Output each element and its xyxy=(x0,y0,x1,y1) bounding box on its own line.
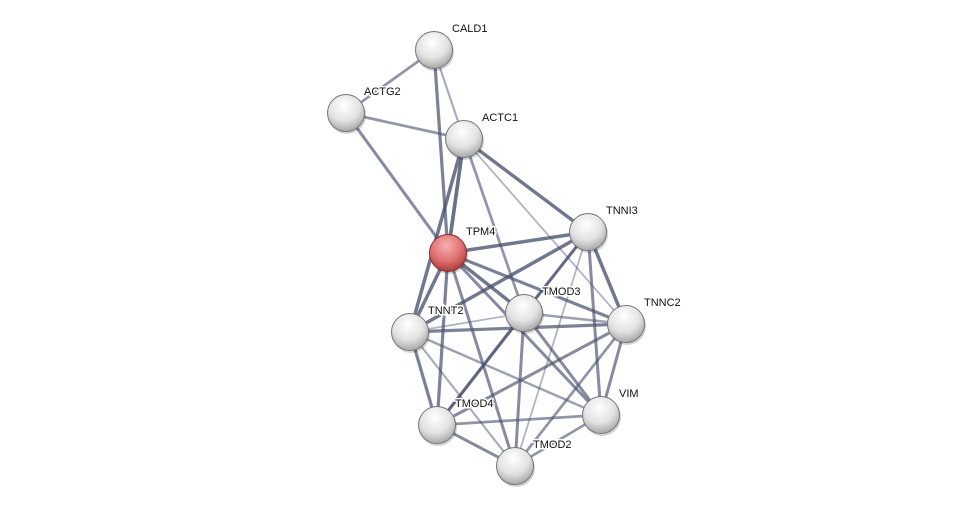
node-label: ACTG2 xyxy=(364,86,401,98)
node-label: VIM xyxy=(619,388,639,400)
node-label: TPM4 xyxy=(466,226,495,238)
edge-actg2-actc1[interactable] xyxy=(345,111,465,141)
edge-tnnt2-tmod2[interactable] xyxy=(409,331,516,467)
node-label: TMOD4 xyxy=(455,398,494,410)
node-vim[interactable]: VIM xyxy=(582,387,640,436)
node-sphere[interactable] xyxy=(418,406,456,444)
edge-tmod4-vim[interactable] xyxy=(436,413,602,427)
edge-actc1-tnnt2[interactable] xyxy=(408,138,466,333)
edge-actg2-tpm4[interactable] xyxy=(344,112,450,254)
node-label: ACTC1 xyxy=(482,112,518,124)
node-label: TNNC2 xyxy=(644,297,681,309)
node-sphere[interactable] xyxy=(582,396,620,434)
edge-actc1-tnnc2[interactable] xyxy=(463,138,627,325)
edge-tnnt2-vim[interactable] xyxy=(409,330,602,417)
node-tnni3[interactable]: TNNI3 xyxy=(569,204,639,253)
node-sphere[interactable] xyxy=(569,213,607,251)
edge-tnni3-tnnt2[interactable] xyxy=(409,230,589,334)
edge-actc1-tmod3[interactable] xyxy=(462,138,526,314)
edge-actc1-tnni3[interactable] xyxy=(462,137,590,234)
edge-tnnt2-tmod3[interactable] xyxy=(409,312,525,333)
edge-tpm4-tmod2[interactable] xyxy=(446,252,517,467)
node-sphere[interactable] xyxy=(496,447,534,485)
node-tpm4[interactable]: TPM4 xyxy=(429,225,497,274)
edge-tpm4-tmod4[interactable] xyxy=(435,252,450,426)
node-tmod4[interactable]: TMOD4 xyxy=(418,397,495,446)
edge-tnnc2-tmod4[interactable] xyxy=(436,322,627,427)
edge-actc1-tpm4[interactable] xyxy=(446,138,466,254)
edge-cald1-tpm4[interactable] xyxy=(432,49,450,254)
edge-tpm4-tnni3[interactable] xyxy=(447,230,589,255)
node-actg2[interactable]: ACTG2 xyxy=(327,85,402,134)
edge-tpm4-tnnc2[interactable] xyxy=(447,251,627,326)
node-sphere[interactable] xyxy=(505,294,543,332)
node-label: TMOD2 xyxy=(533,439,572,451)
edge-tnni3-vim[interactable] xyxy=(586,231,603,416)
node-tnnt2[interactable]: TNNT2 xyxy=(391,304,465,353)
node-label: TMOD3 xyxy=(542,286,581,298)
edge-tpm4-vim[interactable] xyxy=(446,251,603,417)
edge-tmod3-tmod4[interactable] xyxy=(435,312,526,426)
edge-tmod3-tmod2[interactable] xyxy=(513,312,526,467)
node-label: CALD1 xyxy=(452,23,487,35)
node-label: TNNI3 xyxy=(606,205,638,217)
node-sphere[interactable] xyxy=(429,234,467,272)
node-sphere[interactable] xyxy=(445,120,483,158)
node-actc1[interactable]: ACTC1 xyxy=(445,111,520,160)
node-tnnc2[interactable]: TNNC2 xyxy=(607,296,682,345)
node-tmod3[interactable]: TMOD3 xyxy=(505,285,582,334)
node-cald1[interactable]: CALD1 xyxy=(415,22,489,71)
node-sphere[interactable] xyxy=(327,94,365,132)
edge-tnnc2-tmod2[interactable] xyxy=(513,323,628,467)
edge-tmod3-vim[interactable] xyxy=(522,312,603,416)
node-sphere[interactable] xyxy=(391,313,429,351)
node-sphere[interactable] xyxy=(415,31,453,69)
node-label: TNNT2 xyxy=(428,305,463,317)
node-sphere[interactable] xyxy=(607,305,645,343)
node-tmod2[interactable]: TMOD2 xyxy=(496,438,573,487)
